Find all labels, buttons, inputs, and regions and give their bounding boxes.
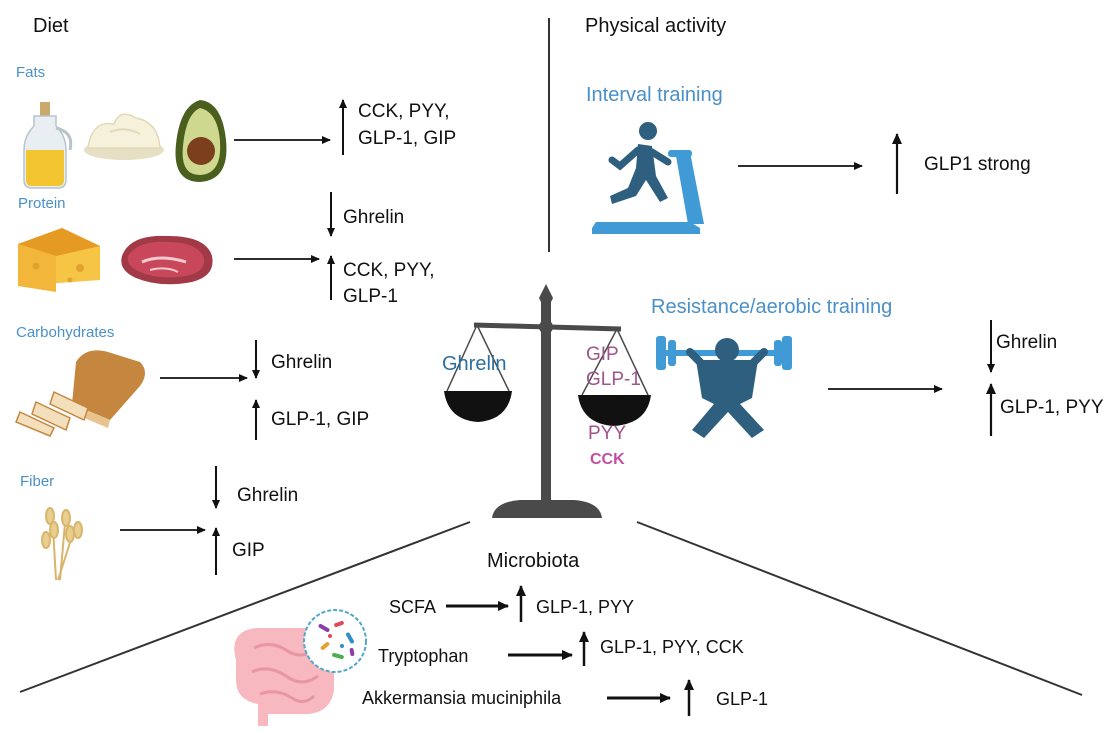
mayonnaise-icon (84, 113, 164, 160)
wheat-icon (41, 507, 83, 581)
carbohydrates-label: Carbohydrates (16, 324, 114, 341)
interval-training-label: Interval training (586, 84, 723, 106)
protein-down-label: Ghrelin (343, 207, 404, 228)
balance-right-pyy: PYY (588, 423, 626, 444)
cheese-icon (18, 228, 100, 292)
resistance-up-label: GLP-1, PYY (1000, 397, 1104, 418)
treadmill-runner-icon (592, 122, 704, 234)
fats-effect-line2: GLP-1, GIP (358, 128, 456, 149)
balance-left-label: Ghrelin (442, 353, 506, 375)
resistance-down-label: Ghrelin (996, 332, 1057, 353)
microbiota-akkermansia-effect: GLP-1 (716, 689, 768, 709)
microbiota-scfa-source: SCFA (389, 597, 436, 617)
steak-icon (121, 235, 213, 285)
carbohydrates-down-label: Ghrelin (271, 352, 332, 373)
microbiota-scfa-effect: GLP-1, PYY (536, 597, 634, 617)
protein-up-line1: CCK, PYY, (343, 260, 435, 281)
fiber-up-label: GIP (232, 540, 265, 561)
balance-scale-icon (444, 284, 651, 518)
fats-label: Fats (16, 64, 45, 81)
protein-up-line2: GLP-1 (343, 286, 398, 307)
carbohydrates-up-label: GLP-1, GIP (271, 409, 369, 430)
lower-right-divider (636, 521, 1083, 696)
balance-right-gip: GIP (586, 344, 619, 365)
balance-right-cck: CCK (590, 451, 625, 468)
microbiota-tryptophan-source: Tryptophan (378, 646, 468, 666)
interval-effect: GLP1 strong (924, 154, 1031, 175)
fats-effect-line1: CCK, PYY, (358, 101, 450, 122)
microbiota-tryptophan-effect: GLP-1, PYY, CCK (600, 637, 744, 657)
fiber-down-label: Ghrelin (237, 485, 298, 506)
weightlifter-icon (656, 336, 792, 438)
balance-right-glp1: GLP-1 (586, 369, 641, 390)
bacteria-icon (303, 609, 367, 673)
bread-icon (15, 350, 145, 437)
fiber-label: Fiber (20, 473, 54, 490)
activity-heading: Physical activity (585, 15, 726, 37)
protein-label: Protein (18, 195, 66, 212)
oil-bottle-icon (23, 102, 73, 189)
diet-heading: Diet (33, 15, 69, 37)
microbiota-akkermansia-source: Akkermansia muciniphila (362, 688, 562, 708)
lower-left-divider (19, 521, 471, 693)
avocado-icon (175, 100, 227, 182)
microbiota-heading: Microbiota (487, 550, 580, 572)
resistance-training-label: Resistance/aerobic training (651, 296, 892, 318)
